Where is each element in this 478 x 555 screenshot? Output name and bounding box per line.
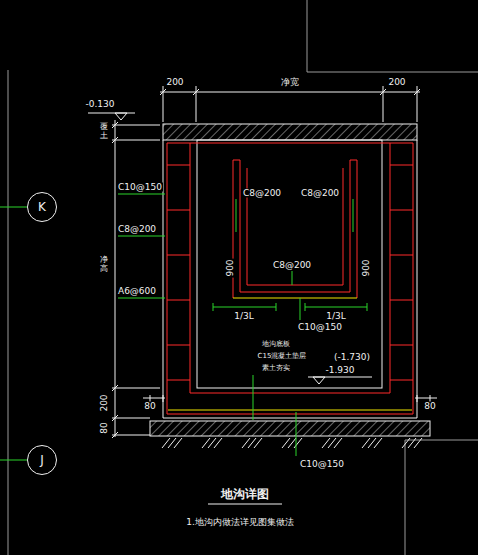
dimension-label: C15混凝土垫层 bbox=[257, 353, 308, 360]
stirrup bbox=[167, 165, 413, 380]
concrete-cushion bbox=[150, 421, 430, 436]
wall-outline bbox=[163, 140, 417, 418]
tray-bar bbox=[168, 298, 412, 410]
drawing-title: 地沟详图 bbox=[221, 488, 269, 500]
rebar-label: C8@200 bbox=[117, 225, 157, 234]
dimension-label: 素土夯实 bbox=[261, 365, 291, 372]
rebar-label: C10@150 bbox=[117, 183, 163, 192]
dimension-lines bbox=[88, 86, 437, 438]
dimension-label: 地沟底板 bbox=[261, 341, 291, 348]
rebar-label: C10@150 bbox=[297, 323, 343, 332]
rebar-label: C8@200 bbox=[300, 189, 340, 198]
dimension-label: 1/3L bbox=[233, 312, 255, 321]
grid-axis-name: K bbox=[38, 200, 46, 214]
compacted-soil bbox=[162, 438, 422, 448]
cover-slab bbox=[163, 124, 417, 140]
dimension-label: 200 bbox=[387, 78, 406, 87]
grid-line bbox=[0, 207, 27, 460]
dimension-label: 200 bbox=[165, 78, 184, 87]
dimension-label: 900 bbox=[226, 258, 235, 277]
note-text: 1.地沟内做法详见图集做法 bbox=[186, 518, 294, 527]
dimension-label: 80 bbox=[143, 402, 156, 411]
dimension-label: 覆土 bbox=[100, 123, 108, 141]
grid-bubble: K bbox=[27, 192, 57, 222]
rebar-label: C8@200 bbox=[272, 261, 312, 270]
rebar-label: C8@200 bbox=[242, 189, 282, 198]
rebar-label: C10@150 bbox=[299, 460, 345, 469]
dimension-label: (-1.730) bbox=[333, 353, 371, 362]
grid-bubble: J bbox=[27, 445, 57, 475]
rebar bbox=[167, 143, 413, 414]
dimension-label: 净高 bbox=[100, 256, 108, 274]
dimension-label: 净宽 bbox=[280, 78, 300, 87]
rebar-label: A6@600 bbox=[117, 287, 157, 296]
dimension-label: 80 bbox=[100, 421, 109, 434]
dimension-label: 1/3L bbox=[325, 312, 347, 321]
sheet-frame bbox=[8, 0, 478, 555]
dimension-label: 900 bbox=[362, 258, 371, 277]
dimension-label: -0.130 bbox=[84, 100, 115, 109]
dimension-label: -1.930 bbox=[324, 366, 355, 375]
dimension-label: 80 bbox=[423, 402, 436, 411]
grid-axis-name: J bbox=[40, 453, 44, 467]
dimension-label: 200 bbox=[100, 393, 109, 412]
title-underline bbox=[208, 504, 282, 505]
